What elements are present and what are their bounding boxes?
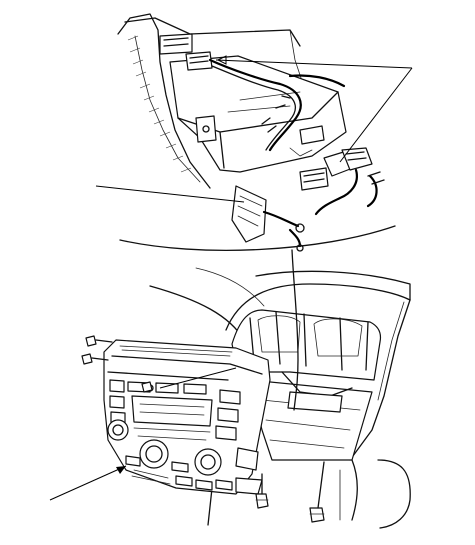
mounting-screw-lower-right [309, 461, 325, 523]
right-knob [194, 448, 222, 476]
ground-wire [231, 185, 305, 252]
center-knob [139, 439, 169, 469]
ground-wire-callout [95, 185, 245, 203]
mounting-screw-upper [85, 335, 113, 347]
left-knob [107, 419, 129, 441]
dashboard-main-view [149, 249, 411, 529]
antenna-connector [159, 33, 213, 71]
center-panel [103, 339, 271, 495]
wire-harness [208, 58, 346, 152]
mounting-screw-middle [81, 353, 109, 365]
detail-view-rear-of-unit [117, 13, 396, 252]
harness-connectors [299, 147, 385, 216]
mounting-screw-lower-left [255, 473, 269, 509]
mounting-screw-center [141, 381, 153, 393]
harness-connectors-callout [215, 55, 413, 163]
center-panel-callout [49, 465, 127, 501]
audio-unit-rear-body [169, 55, 347, 173]
harness-leader-main [159, 367, 237, 389]
